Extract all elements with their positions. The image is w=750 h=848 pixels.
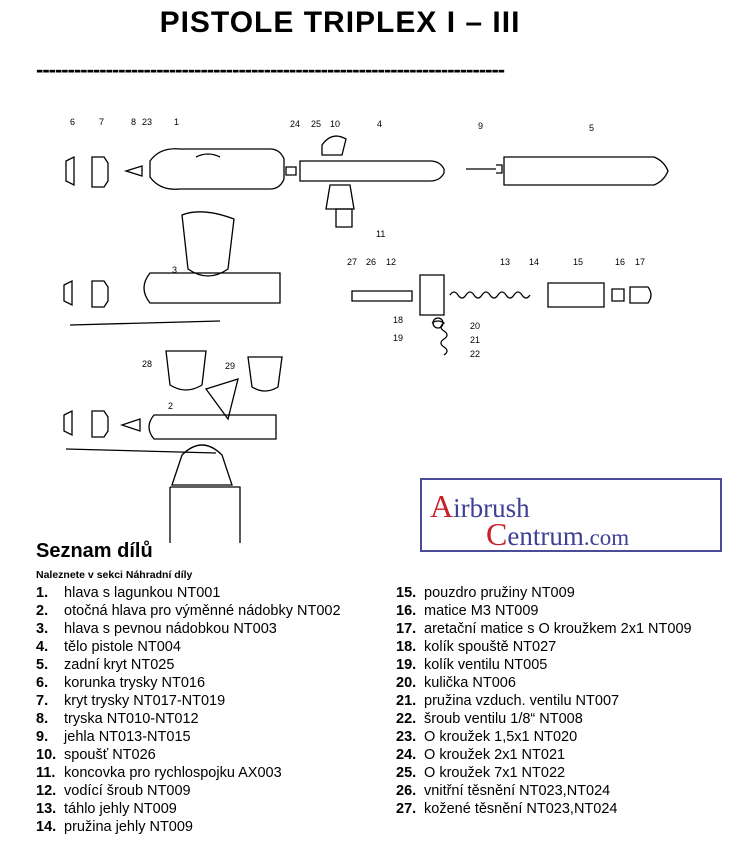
list-item: 6. korunka trysky NT016 (36, 675, 206, 691)
list-item: 15. pouzdro pružiny NT009 (396, 585, 575, 601)
callout-16: 16 (615, 257, 625, 267)
callout-9: 9 (478, 121, 483, 131)
list-item: 19. kolík ventilu NT005 (396, 657, 548, 673)
parts-list-left: 1. hlava s lagunkou NT001 2. otočná hlav… (36, 584, 341, 836)
list-item: 8. tryska NT010-NT012 (36, 711, 199, 727)
list-item: 26. vnitřní těsnění NT023,NT024 (396, 783, 611, 799)
list-item: 2. otočná hlava pro výměnné nádobky NT00… (36, 603, 341, 619)
callout-18: 18 (393, 315, 403, 325)
list-item: 27. kožené těsnění NT023,NT024 (396, 801, 618, 817)
list-item: 18. kolík spouště NT027 (396, 639, 557, 655)
callout-24: 24 (290, 119, 300, 129)
callout-6: 6 (70, 117, 75, 127)
callout-27: 27 (347, 257, 357, 267)
exploded-diagram: 6 7 8 23 1 24 25 10 4 9 5 11 3 27 26 12 … (63, 117, 669, 543)
list-item: 17. aretační matice s O kroužkem 2x1 NT0… (396, 621, 692, 637)
callout-17: 17 (635, 257, 645, 267)
callout-8: 8 (131, 117, 136, 127)
dashed-rule: ----------------------------------------… (36, 58, 505, 82)
callout-10: 10 (330, 119, 340, 129)
callout-20: 20 (470, 321, 480, 331)
callout-19: 19 (393, 333, 403, 343)
parts-list-heading: Seznam dílů (36, 540, 153, 562)
callout-29: 29 (225, 361, 235, 371)
callout-21: 21 (470, 335, 480, 345)
list-item: 3. hlava s pevnou nádobkou NT003 (36, 621, 277, 637)
list-item: 24. O kroužek 2x1 NT021 (396, 747, 566, 763)
list-item: 14. pružina jehly NT009 (36, 819, 193, 835)
callout-7: 7 (99, 117, 104, 127)
callout-22: 22 (470, 349, 480, 359)
list-item: 4. tělo pistole NT004 (36, 639, 181, 655)
list-item: 16. matice M3 NT009 (396, 603, 539, 619)
list-item: 25. O kroužek 7x1 NT022 (396, 765, 566, 781)
callout-1: 1 (174, 117, 179, 127)
parts-list-right: 15. pouzdro pružiny NT009 16. matice M3 … (396, 584, 692, 818)
callout-12: 12 (386, 257, 396, 267)
callout-3: 3 (172, 265, 177, 275)
list-item: 1. hlava s lagunkou NT001 (36, 585, 221, 601)
callout-15: 15 (573, 257, 583, 267)
list-item: 22. šroub ventilu 1/8“ NT008 (396, 711, 583, 727)
list-item: 23. O kroužek 1,5x1 NT020 (396, 729, 578, 745)
callout-28: 28 (142, 359, 152, 369)
logo-line-1: Airbrush (430, 488, 530, 524)
callout-2: 2 (168, 401, 173, 411)
callout-14: 14 (529, 257, 539, 267)
callout-4: 4 (377, 119, 382, 129)
logo-line-2: Centrum.com (486, 516, 630, 552)
airbrush-centrum-logo: Airbrush Centrum.com (420, 478, 722, 552)
list-item: 10. spoušť NT026 (36, 747, 156, 763)
list-item: 11. koncovka pro rychlospojku AX003 (36, 765, 282, 781)
list-item: 5. zadní kryt NT025 (36, 657, 175, 673)
list-item: 7. kryt trysky NT017-NT019 (36, 693, 226, 709)
list-item: 9. jehla NT013-NT015 (36, 729, 191, 745)
callout-5: 5 (589, 123, 594, 133)
callout-25: 25 (311, 119, 321, 129)
list-item: 21. pružina vzduch. ventilu NT007 (396, 693, 620, 709)
parts-list-subheading: Naleznete v sekci Náhradní díly (36, 569, 193, 581)
list-item: 13. táhlo jehly NT009 (36, 801, 177, 817)
callout-13: 13 (500, 257, 510, 267)
callout-11: 11 (376, 229, 385, 239)
callout-26: 26 (366, 257, 376, 267)
list-item: 12. vodící šroub NT009 (36, 783, 191, 799)
page-title: PISTOLE TRIPLEX I – III (159, 6, 521, 39)
list-item: 20. kulička NT006 (396, 675, 516, 691)
callout-23: 23 (142, 117, 152, 127)
